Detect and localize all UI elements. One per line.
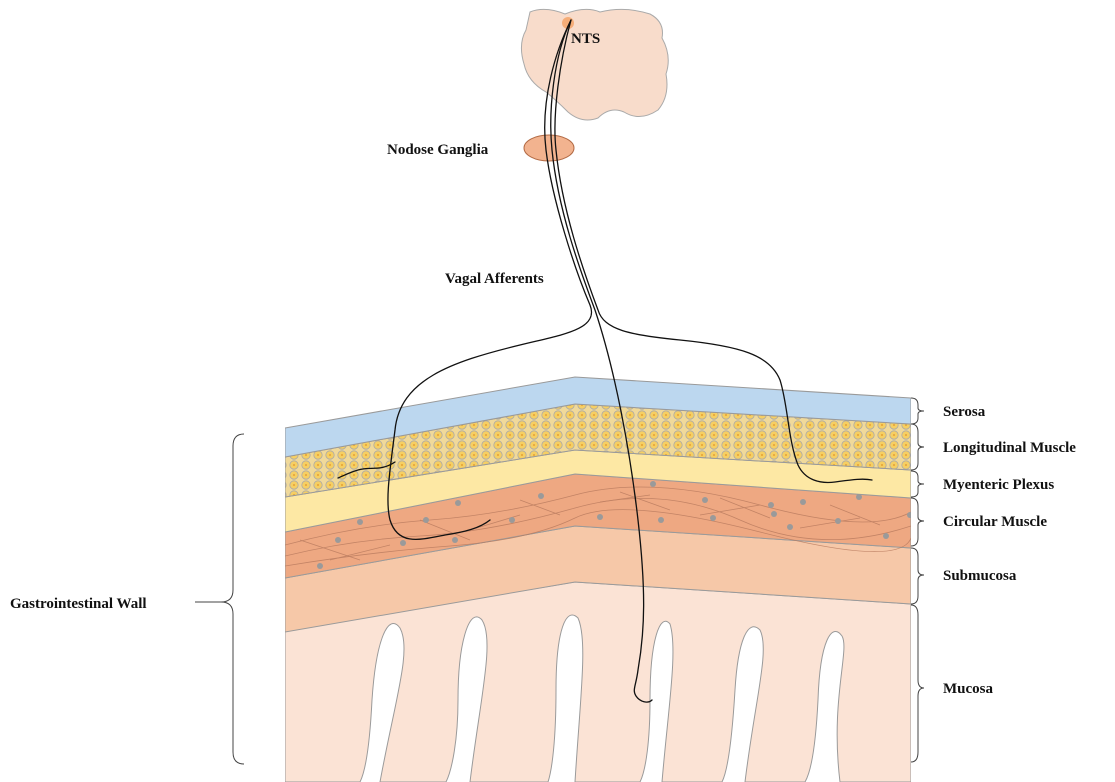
circular-muscle-bracket [911,498,924,546]
gastrointestinal-wall-label: Gastrointestinal Wall [10,596,147,612]
vagal-afferents-label: Vagal Afferents [445,271,544,287]
nodose-ganglion [524,135,574,161]
brainstem [521,9,668,120]
nts-label: NTS [571,31,600,47]
myenteric-plexus-label: Myenteric Plexus [943,477,1054,493]
longitudinal-muscle-label: Longitudinal Muscle [943,440,1076,456]
myenteric-plexus-bracket [911,471,924,497]
circular-muscle-label: Circular Muscle [943,514,1047,530]
mucosa-bracket [911,605,924,762]
serosa-bracket [911,398,924,424]
submucosa-bracket [911,548,924,604]
gi-wall-bracket [221,434,244,764]
longitudinal-muscle-bracket [911,424,924,470]
nodose-ganglia-label: Nodose Ganglia [387,142,489,158]
serosa-label: Serosa [943,404,986,420]
submucosa-label: Submucosa [943,568,1017,584]
mucosa-label: Mucosa [943,681,993,697]
gi-wall-layers [285,377,913,782]
